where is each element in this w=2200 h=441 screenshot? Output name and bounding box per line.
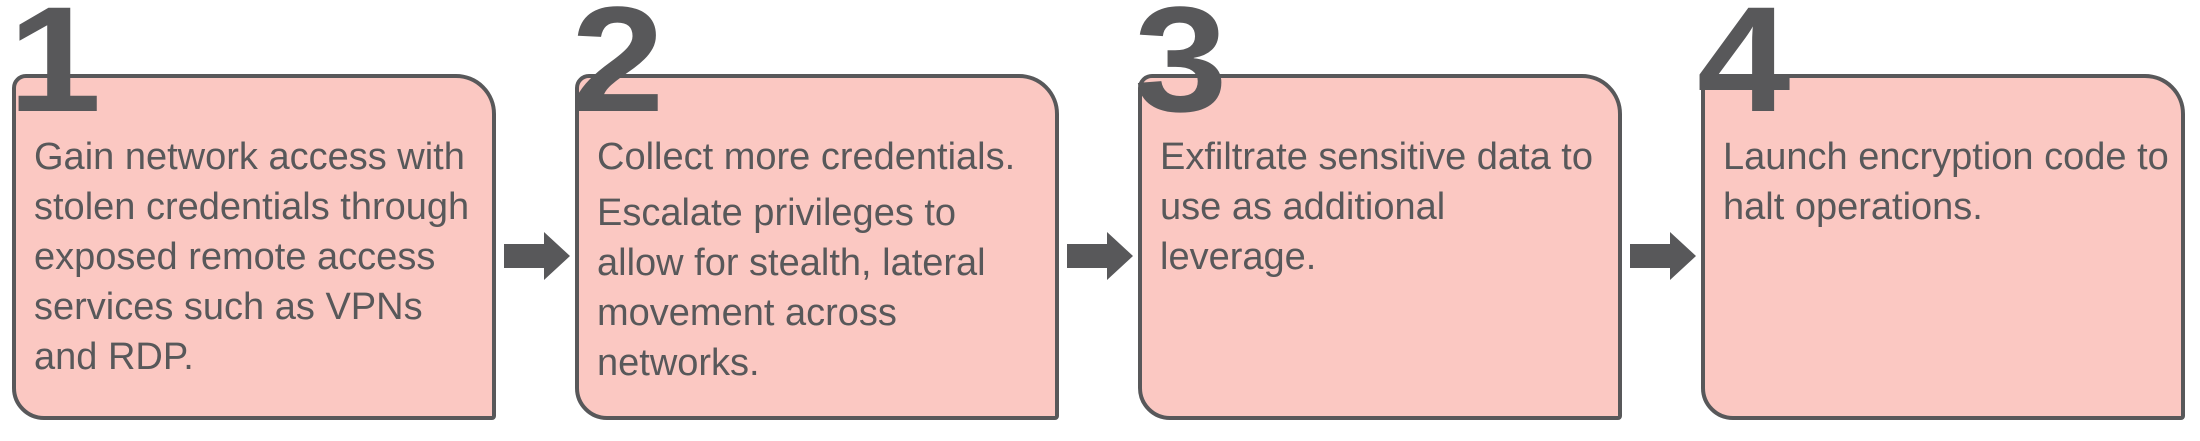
step-1: 1 Gain network access with stolen creden… bbox=[0, 0, 500, 441]
step-box bbox=[575, 74, 1059, 420]
step-number: 1 bbox=[8, 0, 101, 143]
step-box bbox=[12, 74, 496, 420]
step-3: 3 Exfiltrate sensitive data to use as ad… bbox=[1126, 0, 1626, 441]
arrow-right-icon bbox=[1630, 232, 1696, 280]
step-number: 4 bbox=[1697, 0, 1790, 143]
step-paragraph: Launch encryption code to halt operation… bbox=[1723, 136, 2169, 228]
step-4: 4 Launch encryption code to halt operati… bbox=[1689, 0, 2189, 441]
step-box bbox=[1701, 74, 2185, 420]
arrow-right-icon bbox=[1067, 232, 1133, 280]
step-description: Collect more credentials. Escalate privi… bbox=[597, 132, 1049, 394]
arrow-right-icon bbox=[504, 232, 570, 280]
step-description: Exfiltrate sensitive data to use as addi… bbox=[1160, 132, 1612, 288]
step-paragraph: Gain network access with stolen credenti… bbox=[34, 136, 470, 378]
step-paragraph: Collect more credentials. bbox=[597, 136, 1016, 178]
step-paragraph: Escalate privileges to allow for stealth… bbox=[597, 192, 986, 384]
step-description: Launch encryption code to halt operation… bbox=[1723, 132, 2175, 238]
step-box bbox=[1138, 74, 1622, 420]
step-number: 3 bbox=[1134, 0, 1227, 143]
step-number: 2 bbox=[571, 0, 664, 143]
step-description: Gain network access with stolen credenti… bbox=[34, 132, 486, 388]
step-2: 2 Collect more credentials. Escalate pri… bbox=[563, 0, 1063, 441]
step-paragraph: Exfiltrate sensitive data to use as addi… bbox=[1160, 136, 1593, 278]
